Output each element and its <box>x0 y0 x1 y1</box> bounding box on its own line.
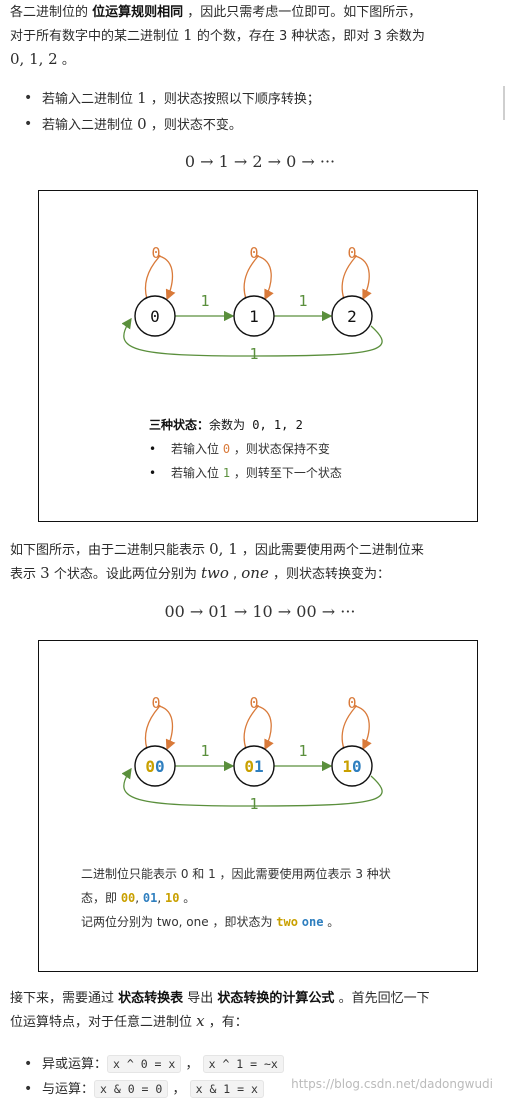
two-bit-paragraph: 如下图所示，由于二进制只能表示 0, 1 ，因此需要使用两个二进制位来 表示 3… <box>10 538 500 586</box>
self-loop-label-00: 0 <box>151 694 160 712</box>
figure2-caption-line-1: 二进制位只能表示 0 和 1 ，因此需要使用两位表示 3 种状 <box>81 866 391 881</box>
intro-line-2: 对于所有数字中的某二进制位 1 的个数，存在 3 种状态，即对 3 余数为 <box>10 26 425 44</box>
state-node-00 <box>134 745 176 787</box>
self-loop-label-0: 0 <box>151 244 160 262</box>
figure1-caption-item-0: 若输入位 0 ，则状态保持不变 <box>171 441 330 456</box>
self-loop-00 <box>144 705 176 751</box>
intro-line-3: 0, 1, 2 。 <box>10 50 75 68</box>
code-and-1: x & 1 = x <box>189 1080 264 1098</box>
figure1-caption-bullet-1: • <box>149 466 156 480</box>
state-rule-list: 若输入二进制位 1 ，则状态按照以下顺序转换； 若输入二进制位 0 ，则状态不变… <box>22 86 492 138</box>
para2-line-2: 表示 3 个状态。设此两位分别为 two , one ，则状态转换变为： <box>10 564 390 582</box>
intro-bold-rule: 位运算规则相同 <box>92 5 184 20</box>
self-loop-label-10: 0 <box>347 694 356 712</box>
code-xor-0: x ^ 0 = x <box>107 1055 182 1073</box>
state-node-01 <box>233 745 275 787</box>
state-node-label-01: 01 <box>244 757 263 776</box>
edge-label-00-01: 1 <box>200 742 209 760</box>
state-node-label-00: 00 <box>145 757 164 776</box>
self-loop-label-2: 0 <box>347 244 356 262</box>
state-diagram-figure: 0 0 0 1 1 1 0 1 2 三种状态：余数为 0, 1, 2 • 若输入… <box>38 190 478 522</box>
edge-label-1-2: 1 <box>298 292 307 310</box>
edge-label-0-1: 1 <box>200 292 209 310</box>
figure1-caption-item-1: 若输入位 1 ，则转至下一个状态 <box>171 465 342 480</box>
back-edge-label-2: 1 <box>249 795 258 813</box>
figure1-caption-title: 三种状态：余数为 0, 1, 2 <box>149 417 303 432</box>
para2-line-1: 如下图所示，由于二进制只能表示 0, 1 ，因此需要使用两个二进制位来 <box>10 540 424 558</box>
self-loop-10 <box>341 705 372 751</box>
code-xor-1: x ^ 1 = ~x <box>202 1055 284 1073</box>
figure1-caption-bullet-0: • <box>149 442 156 456</box>
state-node-0 <box>134 295 176 337</box>
scroll-edge-marker <box>503 86 505 120</box>
intro-paragraph: 各二进制位的 位运算规则相同 ，因此只需考虑一位即可。如下图所示， 对于所有数字… <box>10 2 500 72</box>
self-loop-01 <box>243 705 274 751</box>
edge-10-to-00 <box>121 767 383 807</box>
list-item-xor: 异或运算：x ^ 0 = x ， x ^ 1 = ~x <box>22 1052 492 1077</box>
state-node-10 <box>331 745 373 787</box>
figure2-caption-line-3: 记两位分别为 two, one ，即状态为 two one 。 <box>81 914 339 929</box>
list-item-and: 与运算：x & 0 = 0 ， x & 1 = x <box>22 1077 492 1102</box>
state-node-label-1: 1 <box>249 307 259 326</box>
figure2-caption-line-2: 态，即 00, 01, 10 。 <box>81 891 195 905</box>
list-item: 若输入二进制位 0 ，则状态不变。 <box>22 112 492 138</box>
self-loop-label-01: 0 <box>249 694 258 712</box>
para3-line-2: 位运算特点，对于任意二进制位 x ，有： <box>10 1012 248 1030</box>
state-node-1 <box>233 295 275 337</box>
formula-intro-paragraph: 接下来，需要通过 状态转换表 导出 状态转换的计算公式 。首先回忆一下 位运算特… <box>10 988 500 1034</box>
state-sequence-formula: 0 → 1 → 2 → 0 → ··· <box>184 152 336 171</box>
self-loop-2 <box>341 255 372 301</box>
self-loop-label-1: 0 <box>249 244 258 262</box>
list-item: 若输入二进制位 1 ，则状态按照以下顺序转换； <box>22 86 492 112</box>
two-bit-state-diagram-figure: 0 0 0 1 1 1 00 01 10 二进制位只能表示 0 和 1 ，因此需… <box>38 640 478 972</box>
edge-label-01-10: 1 <box>298 742 307 760</box>
edge-2-to-0 <box>121 317 383 357</box>
code-and-0: x & 0 = 0 <box>94 1080 169 1098</box>
self-loop-1 <box>243 255 274 301</box>
bitwise-rules-list: 异或运算：x ^ 0 = x ， x ^ 1 = ~x 与运算：x & 0 = … <box>22 1052 492 1102</box>
intro-line-1: 各二进制位的 位运算规则相同 ，因此只需考虑一位即可。如下图所示， <box>10 5 422 20</box>
para3-line-1: 接下来，需要通过 状态转换表 导出 状态转换的计算公式 。首先回忆一下 <box>10 991 430 1006</box>
state-node-label-2: 2 <box>347 307 357 326</box>
watermark: https://blog.csdn.net/dadongwudi <box>291 1077 493 1091</box>
state-node-2 <box>331 295 373 337</box>
state-node-label-10: 10 <box>342 757 361 776</box>
two-bit-sequence-formula: 00 → 01 → 10 → 00 → ··· <box>164 602 356 621</box>
self-loop-0 <box>144 255 176 301</box>
back-edge-label: 1 <box>249 345 258 363</box>
two-bit-state-diagram-svg: 0 0 0 1 1 1 00 01 10 二进制位只能表示 0 和 1 ，因此需… <box>81 694 391 929</box>
state-diagram-svg: 0 0 0 1 1 1 0 1 2 三种状态：余数为 0, 1, 2 • 若输入… <box>121 244 383 480</box>
state-node-label-0: 0 <box>150 307 160 326</box>
